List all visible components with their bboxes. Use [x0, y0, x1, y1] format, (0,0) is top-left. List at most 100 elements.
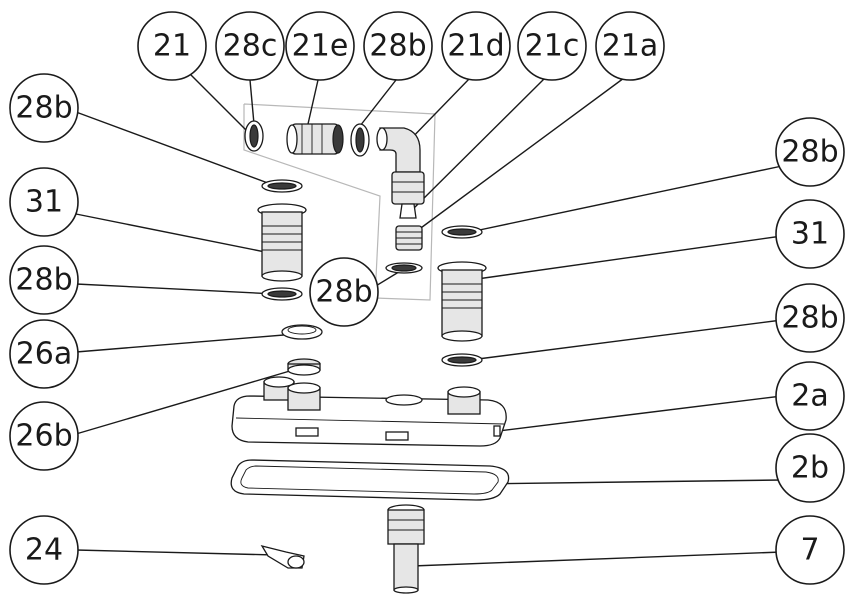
callout-label: 21 [153, 29, 191, 64]
part-24-valve [260, 544, 305, 569]
callout-circle [285, 11, 355, 81]
part-28b-clamp-right-2 [441, 353, 483, 367]
leader-2b [469, 479, 783, 485]
callout-c26b: 26b [9, 401, 79, 471]
part-28b-clamp-mid [385, 262, 423, 274]
callout-circle [441, 11, 511, 81]
callout-label: 28c [223, 29, 278, 64]
callout-circle [775, 433, 845, 503]
part-31-bellows-right [437, 261, 487, 342]
callout-circle [9, 73, 79, 143]
part-21a-connector [395, 225, 423, 251]
callout-label: 21e [292, 29, 349, 64]
callout-c31_l: 31 [9, 167, 79, 237]
part-26a-ring [281, 324, 323, 340]
callout-circle [775, 361, 845, 431]
callout-c21d: 21d [441, 11, 511, 81]
callout-circle [775, 199, 845, 269]
leader-21 [189, 73, 247, 131]
part-28b-clamp-top [350, 123, 370, 157]
callout-c28b_mid: 28b [309, 257, 379, 327]
callout-c2b: 2b [775, 433, 845, 503]
callout-label: 7 [800, 533, 819, 568]
callout-label: 21a [602, 29, 659, 64]
callout-circle [775, 283, 845, 353]
callout-circle [775, 117, 845, 187]
leader-7 [411, 551, 783, 567]
callout-circle [363, 11, 433, 81]
callout-label: 21d [447, 29, 504, 64]
callout-circle [9, 167, 79, 237]
callout-c28b_r2: 28b [775, 283, 845, 353]
callout-c28b_l2: 28b [9, 245, 79, 315]
leader-28b-l1 [75, 111, 277, 187]
callout-c21: 21 [137, 11, 207, 81]
part-2b-gasket [230, 459, 510, 501]
callout-label: 26b [15, 419, 72, 454]
part-7-spigot [387, 504, 425, 594]
leader-28c [249, 79, 255, 125]
callout-label: 28b [15, 91, 72, 126]
leader-21a [409, 77, 625, 237]
leader-21e [307, 79, 319, 125]
callout-circle [215, 11, 285, 81]
callout-label: 28b [15, 263, 72, 298]
callout-label: 28b [315, 275, 372, 310]
callout-c28b_r1: 28b [775, 117, 845, 187]
callout-c28b_l1: 28b [9, 73, 79, 143]
callout-circle [137, 11, 207, 81]
parts [230, 120, 510, 594]
leader-26b [75, 367, 301, 435]
part-21d-elbow [376, 127, 421, 173]
callout-c21e: 21e [285, 11, 355, 81]
callout-label: 31 [791, 217, 829, 252]
leader-28b-top [359, 79, 397, 127]
leader-28b-r2 [469, 319, 783, 361]
part-31-bellows-left [257, 203, 307, 282]
callout-circle [9, 245, 79, 315]
callout-label: 28b [781, 301, 838, 336]
part-26b-cap [287, 358, 321, 376]
callout-label: 28b [369, 29, 426, 64]
callout-c21a: 21a [595, 11, 665, 81]
callout-c28b_top: 28b [363, 11, 433, 81]
leader-31-l [75, 213, 286, 257]
callout-c21c: 21c [517, 11, 587, 81]
part-2a-housing [231, 376, 507, 447]
callout-label: 31 [25, 185, 63, 220]
leader-2a [489, 395, 783, 433]
part-21e-fitting [286, 123, 344, 155]
part-21c-adaptor [391, 171, 425, 219]
callout-circle [595, 11, 665, 81]
callout-circle [775, 515, 845, 585]
callout-balloons: 21 28c 21e 28b 21d 21c 21a 28b 31 28b 28b 26a 26b 24 2… [9, 11, 845, 585]
callout-label: 2a [791, 379, 828, 414]
leader-24 [75, 549, 276, 556]
callout-circle [9, 401, 79, 471]
callout-circle [9, 319, 79, 389]
callout-label: 21c [525, 29, 580, 64]
part-28c-clamp [244, 120, 264, 152]
leader-28b-l2 [75, 283, 277, 295]
callout-c7: 7 [775, 515, 845, 585]
leader-31-r [469, 235, 783, 281]
part-28b-clamp-left-2 [261, 287, 303, 301]
callout-label: 26a [16, 337, 73, 372]
callout-circle [517, 11, 587, 81]
callout-label: 2b [791, 451, 829, 486]
part-28b-clamp-left-1 [261, 179, 303, 193]
callout-c28c: 28c [215, 11, 285, 81]
leader-28b-r1 [469, 165, 783, 233]
leader-26a [75, 333, 297, 353]
callout-circle [9, 515, 79, 585]
callout-label: 24 [25, 533, 63, 568]
callout-c26a: 26a [9, 319, 79, 389]
callout-c24: 24 [9, 515, 79, 585]
leader-21c [411, 77, 546, 211]
callout-c31_r: 31 [775, 199, 845, 269]
part-28b-clamp-right-1 [441, 225, 483, 239]
callout-c2a: 2a [775, 361, 845, 431]
callout-label: 28b [781, 135, 838, 170]
